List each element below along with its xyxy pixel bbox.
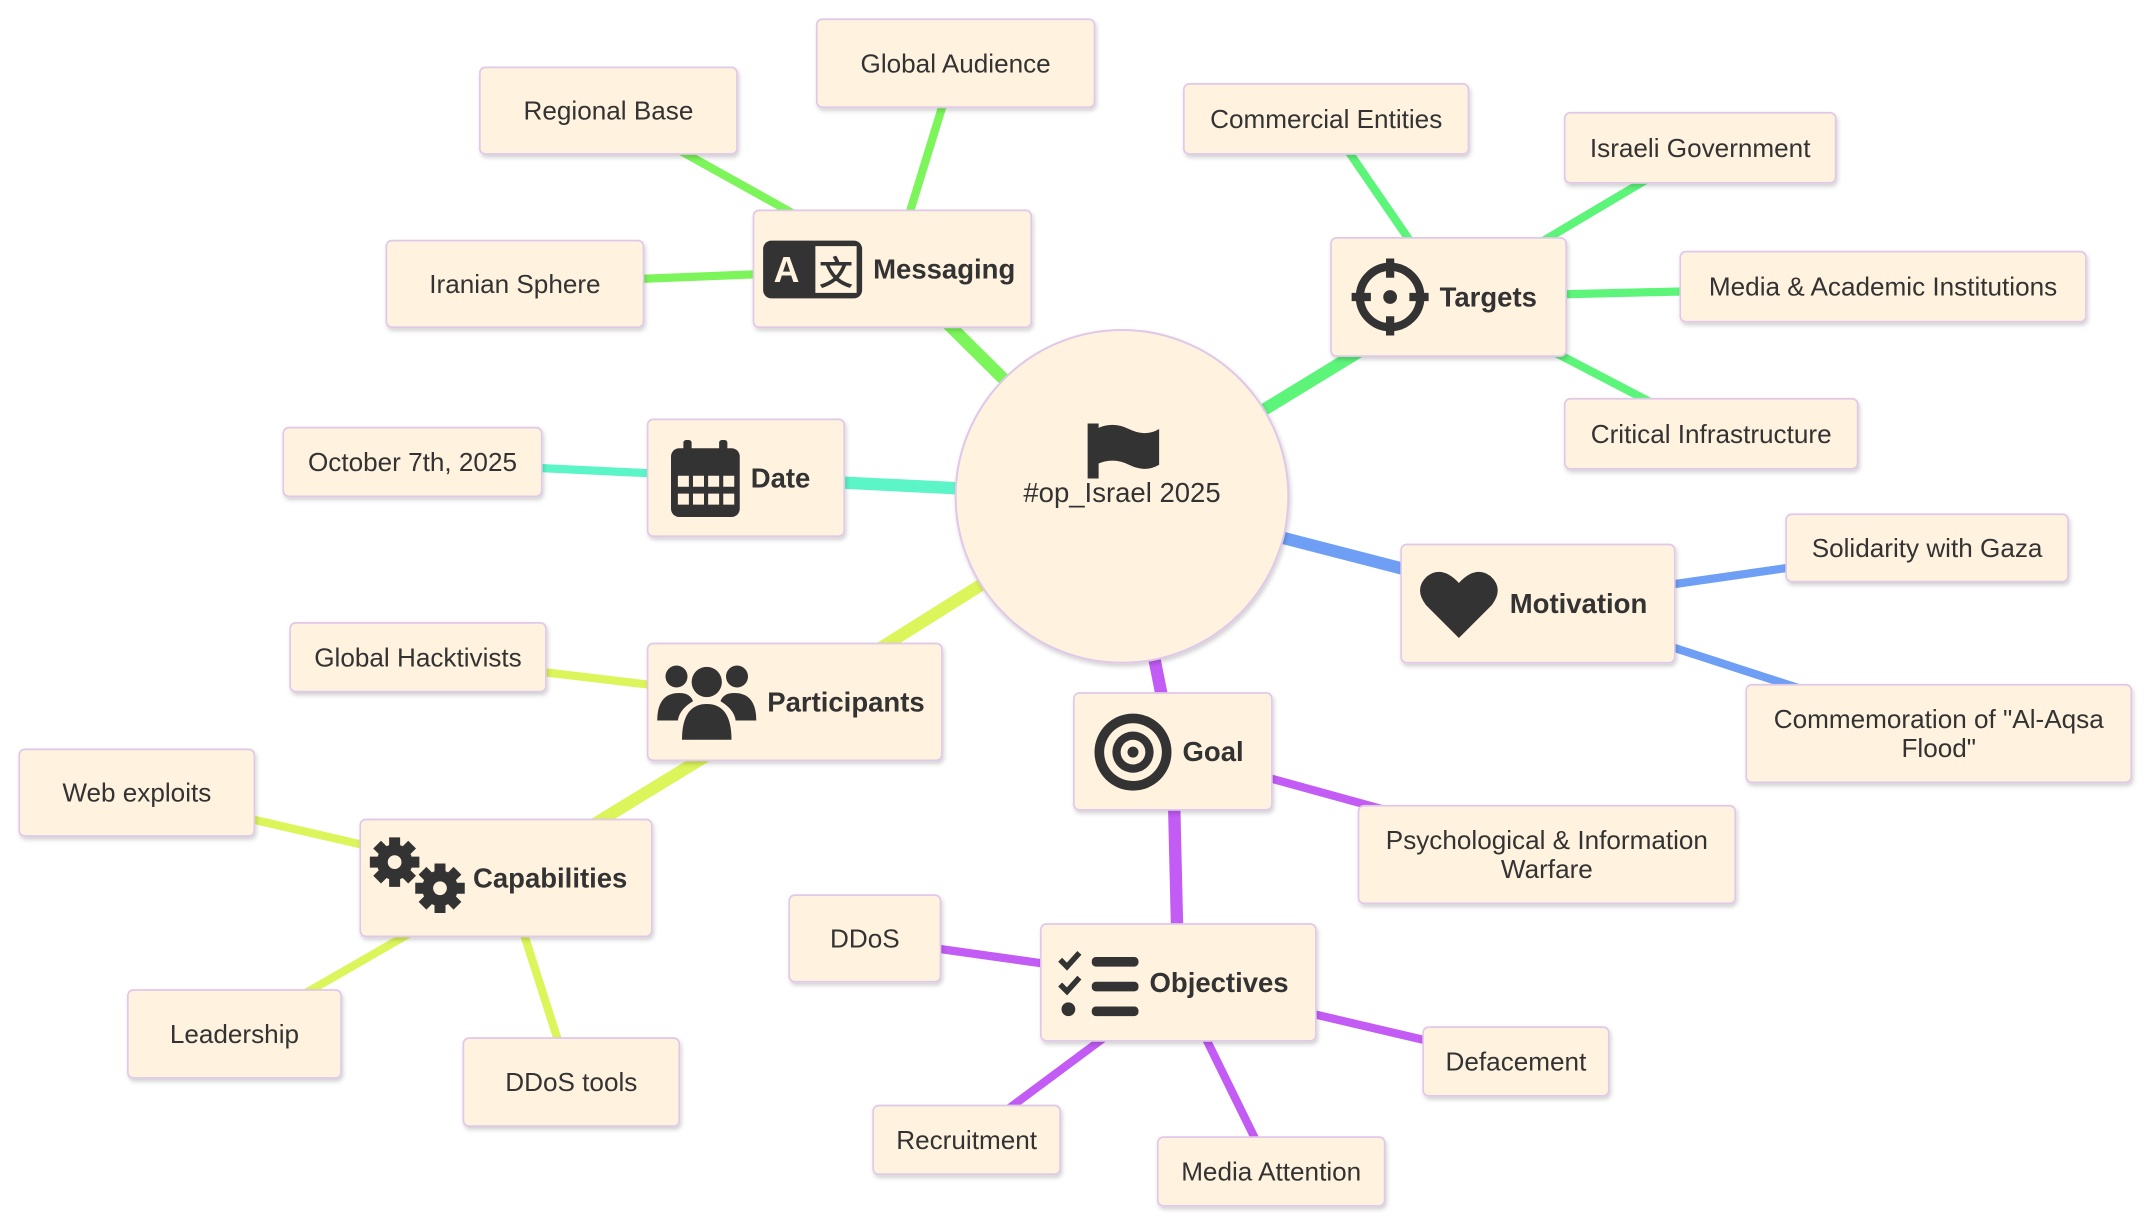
- capabilities-leaf-node[interactable]: Web exploits: [18, 748, 256, 837]
- participants-node[interactable]: Participants: [646, 642, 943, 762]
- objectives-leaf-node[interactable]: Media Attention: [1156, 1136, 1386, 1207]
- capabilities-leaf-node[interactable]: Leadership: [127, 989, 342, 1079]
- node-label: Global Hacktivists: [314, 642, 522, 672]
- date-node[interactable]: Date: [646, 418, 846, 538]
- list-check-icon: [1058, 951, 1139, 1017]
- capabilities-label: Capabilities: [473, 862, 627, 893]
- node-label: Israeli Government: [1590, 133, 1811, 163]
- targets-leaf-node[interactable]: Media & Academic Institutions: [1679, 250, 2087, 323]
- heart-icon: [1420, 571, 1498, 638]
- node-label: Leadership: [170, 1019, 299, 1049]
- node-label: DDoS: [830, 923, 900, 953]
- targets-leaf-node[interactable]: Israeli Government: [1563, 111, 1837, 184]
- node-label: DDoS tools: [505, 1067, 637, 1097]
- node-label: Commemoration of "Al-Aqsa: [1774, 704, 2104, 734]
- crosshairs-icon: [1351, 258, 1429, 336]
- node-label: Solidarity with Gaza: [1812, 533, 2043, 563]
- goal-label: Goal: [1183, 736, 1244, 767]
- node-label: Commercial Entities: [1210, 104, 1442, 134]
- messaging-leaf-node[interactable]: Regional Base: [479, 66, 738, 155]
- node-label: Global Audience: [861, 48, 1051, 78]
- svg-text:A: A: [774, 250, 800, 290]
- svg-text:文: 文: [820, 255, 853, 292]
- node-label: Critical Infrastructure: [1591, 419, 1832, 449]
- targets-node[interactable]: Targets: [1330, 237, 1567, 357]
- node-label: Defacement: [1446, 1047, 1588, 1077]
- node-label: Recruitment: [896, 1125, 1037, 1155]
- motivation-leaf-node[interactable]: Solidarity with Gaza: [1785, 513, 2069, 583]
- participants-label: Participants: [767, 686, 924, 717]
- messaging-leaf-node[interactable]: Global Audience: [815, 18, 1096, 109]
- node-label: Media Attention: [1181, 1157, 1361, 1187]
- users-icon: [657, 665, 757, 740]
- date-label: Date: [751, 462, 811, 493]
- objectives-node[interactable]: Objectives: [1040, 923, 1317, 1042]
- objectives-leaf-node[interactable]: Defacement: [1422, 1026, 1610, 1097]
- node-label: Flood": [1901, 733, 1976, 763]
- node-label: Warfare: [1501, 854, 1593, 884]
- messaging-leaf-node[interactable]: Iranian Sphere: [385, 239, 645, 329]
- root-label: #op_Israel 2025: [1023, 477, 1220, 508]
- messaging-label: Messaging: [873, 253, 1015, 284]
- node-label: Web exploits: [62, 778, 211, 808]
- targets-label: Targets: [1440, 282, 1537, 313]
- targets-leaf-node[interactable]: Commercial Entities: [1183, 83, 1470, 155]
- goal-node[interactable]: Goal: [1073, 692, 1273, 811]
- objectives-label: Objectives: [1150, 967, 1289, 998]
- node-label: Iranian Sphere: [429, 269, 600, 299]
- motivation-node[interactable]: Motivation: [1400, 543, 1676, 664]
- targets-leaf-node[interactable]: Critical Infrastructure: [1563, 397, 1859, 470]
- node-label: Media & Academic Institutions: [1709, 272, 2057, 302]
- date-leaf-node[interactable]: October 7th, 2025: [282, 426, 543, 498]
- objectives-leaf-node[interactable]: Recruitment: [872, 1104, 1061, 1176]
- node-label: Psychological & Information: [1386, 825, 1708, 855]
- capabilities-leaf-node[interactable]: DDoS tools: [462, 1037, 681, 1127]
- root-node[interactable]: #op_Israel 2025: [954, 328, 1290, 664]
- bullseye-icon: [1094, 713, 1172, 791]
- node-label: Regional Base: [524, 96, 694, 126]
- motivation-label: Motivation: [1510, 588, 1648, 619]
- participants-leaf-node[interactable]: Global Hacktivists: [289, 622, 547, 693]
- node-label: October 7th, 2025: [308, 447, 517, 477]
- objectives-leaf-node[interactable]: DDoS: [788, 894, 942, 983]
- calendar-icon: [671, 440, 740, 517]
- flag-icon: [1087, 423, 1160, 479]
- capabilities-node[interactable]: Capabilities: [359, 818, 653, 938]
